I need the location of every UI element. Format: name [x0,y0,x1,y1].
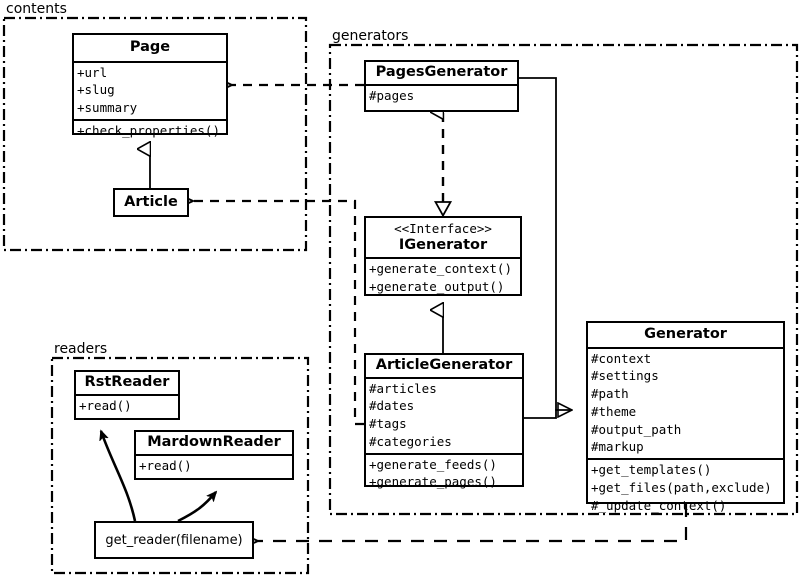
attribute: #settings [591,368,659,384]
class-generator-operations: +get_templates() +get_files(path,exclude… [588,458,783,516]
class-pagesgenerator-attributes: #pages [366,83,517,107]
class-rstreader[interactable]: RstReader +read() [74,370,180,420]
attribute: +slug [77,82,115,98]
operation: +read() [79,397,132,413]
class-page[interactable]: Page +url +slug +summary +check_properti… [72,33,228,138]
class-generator[interactable]: Generator #context #settings #path #them… [586,321,785,513]
class-igenerator-name-text: IGenerator [398,236,488,253]
attribute: #dates [369,398,415,414]
operation: +generate_pages() [369,474,497,490]
class-mardownreader-operations: +read() [136,453,292,477]
operation: +generate_output() [369,279,505,295]
class-articlegenerator[interactable]: ArticleGenerator #articles #dates #tags … [364,353,524,489]
attribute: #theme [591,403,637,419]
operation: +generate_feeds() [369,456,497,472]
class-generator-attributes: #context #settings #path #theme #output_… [588,346,783,459]
attribute: #tags [369,416,407,432]
class-rstreader-operations: +read() [76,393,178,417]
class-articlegenerator-name: ArticleGenerator [375,357,513,373]
attribute: +summary [77,100,138,116]
package-label-readers: readers [54,341,108,357]
class-igenerator-operations: +generate_context() +generate_output() [366,257,520,298]
class-article-name: Article [124,194,178,211]
edge-articlegenerator-inherits-generator [524,409,572,419]
class-page-attributes: +url +slug +summary [74,60,226,119]
edge-articlegenerator-depends-article [193,201,364,426]
attribute: #output_path [591,421,682,437]
attribute: #path [591,386,629,402]
class-pagesgenerator-name: PagesGenerator [375,64,508,80]
function-get-reader-label: get_reader(filename) [105,532,243,548]
class-pagesgenerator[interactable]: PagesGenerator #pages [364,60,519,112]
edge-pagesgenerator-inherits-generator [519,77,572,410]
class-page-operations: +check_properties() [74,118,226,142]
class-page-name: Page [129,39,171,55]
class-mardownreader-name: MardownReader [147,434,281,450]
attribute: #categories [369,433,452,449]
attribute: #markup [591,439,644,455]
class-rstreader-name: RstReader [84,374,170,390]
package-label-contents: contents [6,1,67,17]
class-article[interactable]: Article [113,188,189,217]
class-articlegenerator-attributes: #articles #dates #tags #categories [366,376,522,453]
operation: +generate_context() [369,261,512,277]
operation: +get_templates() [591,462,712,478]
package-boundary-contents [2,16,308,252]
class-igenerator-stereotype: <<Interface>> [394,221,492,236]
class-igenerator-name: <<Interface>> IGenerator [366,218,520,257]
edge-generator-depends-getreader [258,504,688,541]
edge-getreader-creates-rstreader [101,431,137,522]
package-label-generators: generators [332,28,409,44]
class-articlegenerator-operations: +generate_feeds() +generate_pages() [366,452,522,494]
class-mardownreader[interactable]: MardownReader +read() [134,430,294,480]
class-generator-name: Generator [644,326,727,342]
package-boundary-readers [50,356,310,575]
operation: #_update_context() [591,497,727,513]
operation: +check_properties() [77,122,220,138]
attribute: #pages [369,87,415,103]
package-boundary-generators [328,43,799,516]
attribute: +url [77,64,108,80]
function-get-reader[interactable]: get_reader(filename) [94,521,254,559]
attribute: #context [591,350,652,366]
edge-pagesgenerator-realizes-igenerator [436,112,453,218]
operation: +get_files(path,exclude) [591,479,772,495]
attribute: #articles [369,380,437,396]
class-igenerator[interactable]: <<Interface>> IGenerator +generate_conte… [364,216,522,296]
edge-getreader-creates-mardownreader [177,492,216,523]
operation: +read() [139,457,192,473]
